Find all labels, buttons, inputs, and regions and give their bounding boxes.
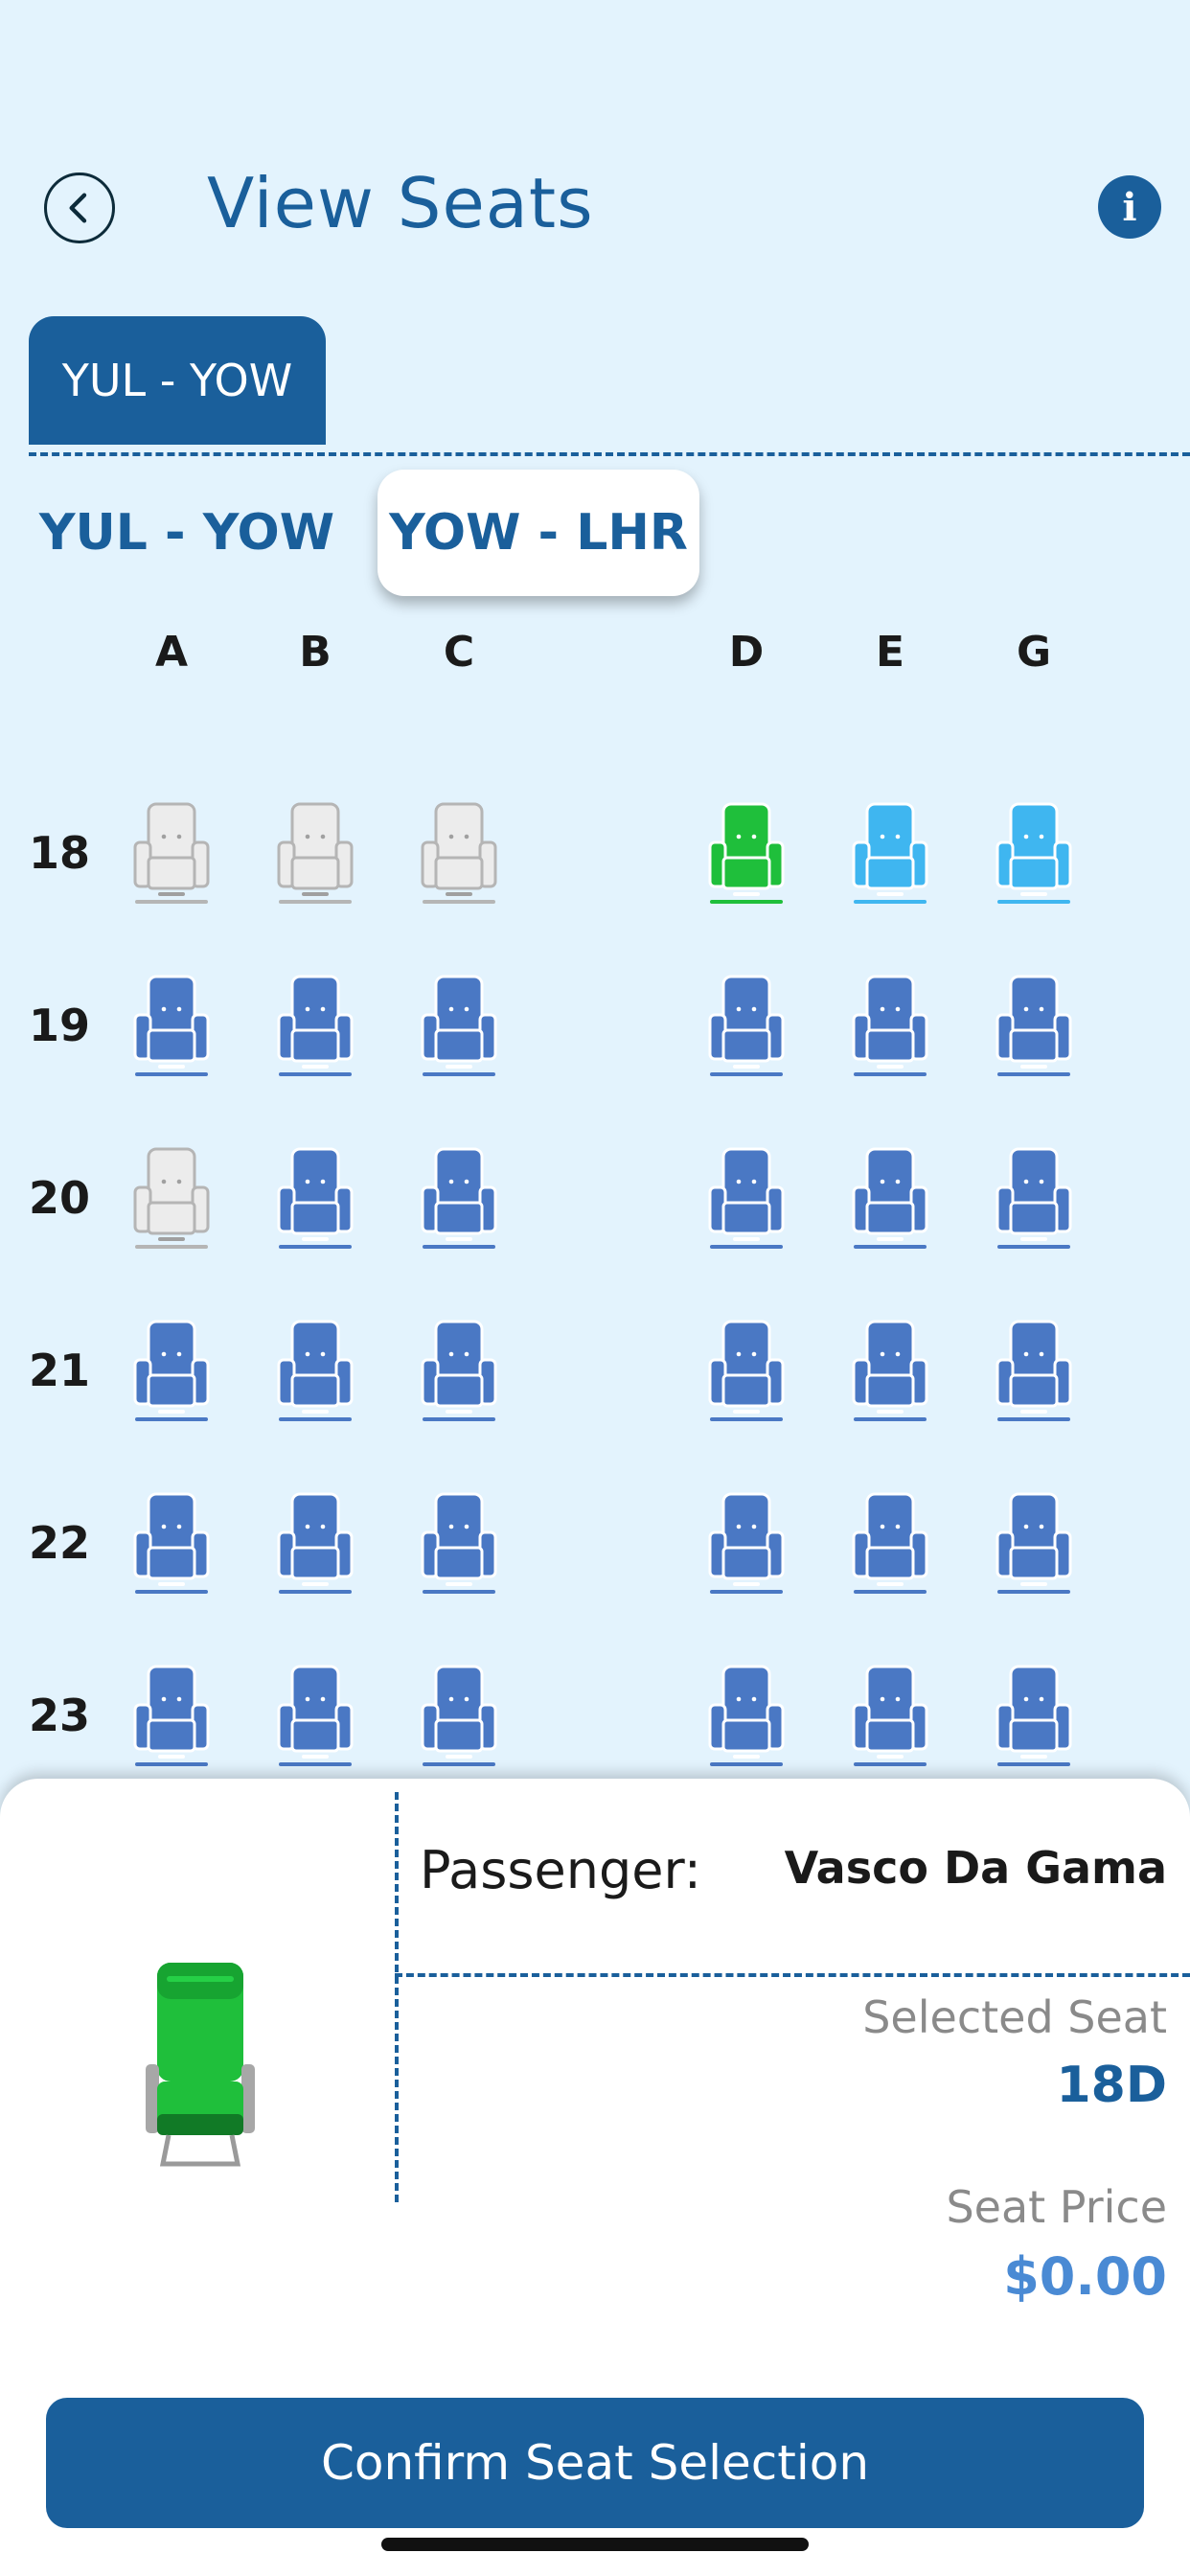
selected-seat-value: 18D xyxy=(1056,2057,1167,2114)
column-label-g: G xyxy=(1016,628,1052,677)
seat-21g-icon[interactable] xyxy=(992,1318,1076,1425)
seat-19e-icon[interactable] xyxy=(848,973,932,1080)
seat-23d-icon[interactable] xyxy=(704,1663,789,1770)
seat-20b-icon[interactable] xyxy=(273,1145,357,1253)
row-label-19: 19 xyxy=(29,1000,91,1051)
flight-tab[interactable]: YUL - YOW xyxy=(29,316,326,445)
confirm-seat-selection-button[interactable]: Confirm Seat Selection xyxy=(46,2398,1144,2528)
seat-18c-icon xyxy=(417,800,501,908)
seat-21b-icon[interactable] xyxy=(273,1318,357,1425)
column-label-c: C xyxy=(443,628,475,677)
seat-19b-icon[interactable] xyxy=(273,973,357,1080)
seat-22e-icon[interactable] xyxy=(848,1490,932,1598)
seat-19a-icon[interactable] xyxy=(129,973,214,1080)
row-label-23: 23 xyxy=(29,1690,91,1741)
row-label-21: 21 xyxy=(29,1345,91,1396)
seat-map-area: View Seats i YUL - YOW YUL - YOW YOW - L… xyxy=(0,144,1190,1770)
seat-19c-icon[interactable] xyxy=(417,973,501,1080)
flight-tab-label: YUL - YOW xyxy=(61,355,293,406)
info-icon: i xyxy=(1122,184,1137,230)
seat-21e-icon[interactable] xyxy=(848,1318,932,1425)
passenger-label: Passenger: xyxy=(420,1840,701,1900)
seat-23g-icon[interactable] xyxy=(992,1663,1076,1770)
seat-18d-icon[interactable] xyxy=(704,800,789,908)
seat-20e-icon[interactable] xyxy=(848,1145,932,1253)
passenger-name: Vasco Da Gama xyxy=(784,1842,1167,1894)
seat-23e-icon[interactable] xyxy=(848,1663,932,1770)
vertical-dashed-divider xyxy=(395,1792,399,2202)
seat-21a-icon[interactable] xyxy=(129,1318,214,1425)
seat-20c-icon[interactable] xyxy=(417,1145,501,1253)
seat-20g-icon[interactable] xyxy=(992,1145,1076,1253)
dashed-divider xyxy=(29,452,1190,456)
seat-20a-icon xyxy=(129,1145,214,1253)
row-label-22: 22 xyxy=(29,1517,91,1569)
info-button[interactable]: i xyxy=(1098,175,1161,239)
column-label-d: D xyxy=(728,628,765,677)
selected-seat-illustration-icon xyxy=(144,1961,257,2172)
column-label-e: E xyxy=(875,628,905,677)
column-label-a: A xyxy=(154,628,189,677)
seat-23c-icon[interactable] xyxy=(417,1663,501,1770)
seat-22c-icon[interactable] xyxy=(417,1490,501,1598)
home-indicator xyxy=(381,2538,809,2551)
chevron-left-icon xyxy=(69,193,87,223)
page-title: View Seats xyxy=(207,163,594,243)
seat-23b-icon[interactable] xyxy=(273,1663,357,1770)
seat-21c-icon[interactable] xyxy=(417,1318,501,1425)
header: View Seats i xyxy=(0,144,1190,268)
seat-18b-icon xyxy=(273,800,357,908)
seat-21d-icon[interactable] xyxy=(704,1318,789,1425)
row-label-20: 20 xyxy=(29,1172,91,1224)
seat-22d-icon[interactable] xyxy=(704,1490,789,1598)
back-button[interactable] xyxy=(44,172,115,243)
column-label-b: B xyxy=(299,628,332,677)
seat-22g-icon[interactable] xyxy=(992,1490,1076,1598)
seat-18e-icon[interactable] xyxy=(848,800,932,908)
seat-22a-icon[interactable] xyxy=(129,1490,214,1598)
horizontal-dashed-divider xyxy=(395,1973,1190,1977)
seat-19g-icon[interactable] xyxy=(992,973,1076,1080)
selected-seat-label: Selected Seat xyxy=(862,1991,1167,2043)
row-label-18: 18 xyxy=(29,827,91,879)
seat-price-label: Seat Price xyxy=(946,2181,1167,2233)
seat-23a-icon[interactable] xyxy=(129,1663,214,1770)
segment-tab-yul-yow[interactable]: YUL - YOW xyxy=(38,504,335,562)
segment-tab-yow-lhr[interactable]: YOW - LHR xyxy=(378,470,699,596)
seat-18g-icon[interactable] xyxy=(992,800,1076,908)
seat-19d-icon[interactable] xyxy=(704,973,789,1080)
seat-18a-icon xyxy=(129,800,214,908)
seat-22b-icon[interactable] xyxy=(273,1490,357,1598)
seat-20d-icon[interactable] xyxy=(704,1145,789,1253)
seat-price-value: $0.00 xyxy=(1003,2246,1167,2307)
